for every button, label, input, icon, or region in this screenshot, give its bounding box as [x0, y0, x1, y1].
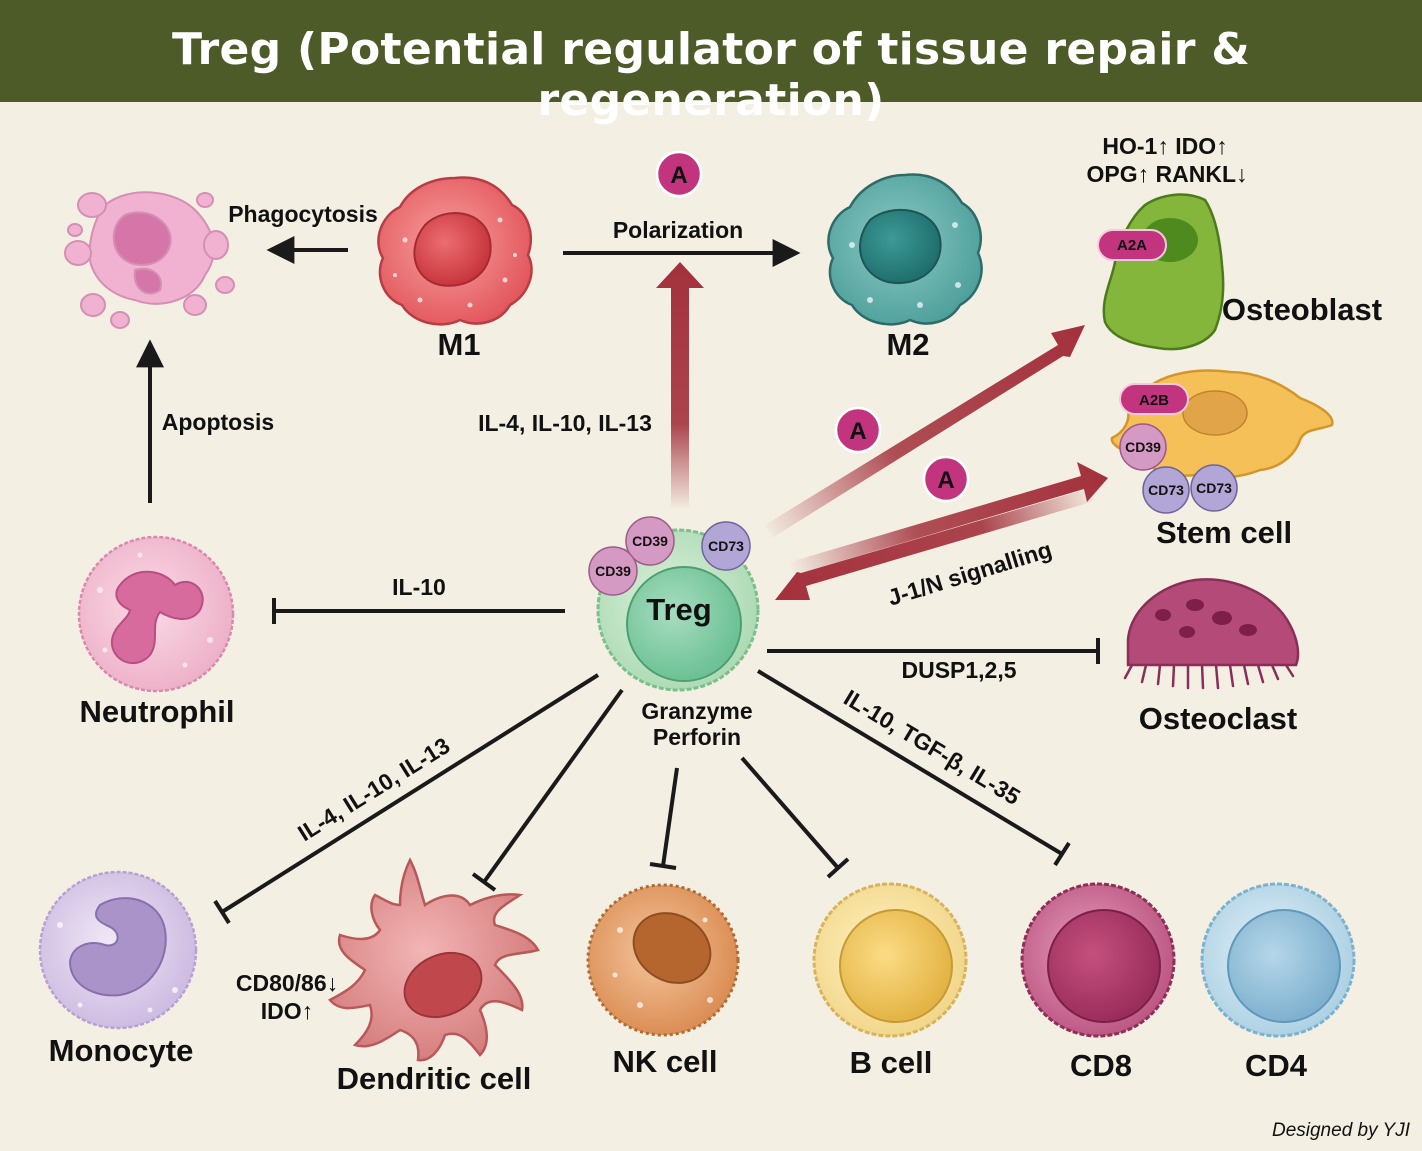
- svg-text:CD39: CD39: [632, 533, 668, 549]
- a2a-receptor: A2A: [1097, 229, 1167, 261]
- adenosine-badge: A: [655, 150, 703, 198]
- treg-cell: CD39 CD39 CD73 Treg: [588, 516, 760, 692]
- polarization-label: Polarization: [613, 217, 743, 243]
- monocyte-cytokines-label: IL-4, IL-10, IL-13: [293, 732, 454, 846]
- dendritic-inhibition-line: [471, 688, 624, 892]
- adenosine-badges: A A A: [655, 150, 970, 503]
- title-bar: [0, 0, 1422, 102]
- monocyte-label: Monocyte: [49, 1033, 194, 1068]
- treg-to-stem-cell-arrow: [790, 462, 1108, 575]
- svg-text:CD73: CD73: [1196, 480, 1232, 496]
- dendritic-cell: [328, 857, 540, 1062]
- credit-label: Designed by YJI: [1272, 1120, 1411, 1141]
- osteoblast-label: Osteoblast: [1222, 292, 1382, 327]
- treg-cd39-receptor: CD39: [625, 516, 675, 566]
- monocyte-inhibition-line: [213, 673, 600, 925]
- neutrophil-label: Neutrophil: [80, 694, 235, 729]
- svg-text:A2B: A2B: [1139, 392, 1169, 409]
- apoptosis-label: Apoptosis: [162, 409, 274, 435]
- osteoblast-markers-line2: OPG↑ RANKL↓: [1087, 161, 1248, 187]
- svg-text:A: A: [849, 418, 866, 445]
- svg-text:A2A: A2A: [1117, 237, 1147, 254]
- monocyte: [38, 870, 198, 1030]
- osteoblast: A2A: [1097, 193, 1225, 351]
- connector-lines: [136, 236, 1100, 925]
- osteoblast-markers-line1: HO-1↑ IDO↑: [1102, 133, 1227, 159]
- treg-to-osteoblast-arrow: [765, 325, 1085, 538]
- bcell-inhibition-line: [740, 756, 850, 879]
- stem-cell-to-treg-arrow: [775, 487, 1098, 600]
- cd80-86-label: CD80/86↓: [236, 970, 338, 996]
- neutrophil: [77, 535, 235, 693]
- il10-label: IL-10: [392, 574, 446, 600]
- svg-text:A: A: [670, 162, 687, 189]
- osteoclast-label: Osteoclast: [1139, 701, 1298, 736]
- phagocytosis-label: Phagocytosis: [228, 201, 378, 227]
- svg-text:CD39: CD39: [595, 563, 631, 579]
- suppressive-cytokines-label: IL-10, TGF-β, IL-35: [839, 684, 1025, 810]
- stem-cell-label: Stem cell: [1156, 515, 1292, 550]
- treg-cd39-receptor: CD39: [588, 546, 638, 596]
- red-arrows: [656, 262, 1108, 600]
- cd4-label: CD4: [1245, 1048, 1308, 1083]
- stem-cell: A2B CD39 CD73 CD73: [1110, 369, 1334, 514]
- m1-macrophage: [377, 176, 533, 326]
- b-cell: [812, 882, 968, 1038]
- cd8-label: CD8: [1070, 1048, 1132, 1083]
- stem-cd39-receptor: CD39: [1119, 423, 1167, 471]
- svg-text:CD73: CD73: [1148, 482, 1184, 498]
- treg-to-polarization-arrow: [656, 262, 704, 510]
- svg-text:A: A: [937, 467, 954, 494]
- stem-cd73-receptor: CD73: [1190, 464, 1238, 512]
- treg-label: Treg: [646, 592, 711, 627]
- dendritic-label: Dendritic cell: [337, 1061, 532, 1096]
- stem-cd73-receptor: CD73: [1142, 466, 1190, 514]
- adenosine-badge: A: [922, 455, 970, 503]
- perforin-label: Perforin: [653, 724, 741, 750]
- nk-inhibition-line: [649, 767, 679, 870]
- treg-cd73-receptor: CD73: [701, 521, 751, 571]
- cd8-t-cell: [1020, 882, 1176, 1038]
- apoptotic-body: [64, 191, 235, 329]
- a2b-receptor: A2B: [1119, 383, 1189, 415]
- il10-inhibition-line: [272, 598, 565, 624]
- dusp-label: DUSP1,2,5: [901, 657, 1016, 683]
- granzyme-label: Granzyme: [641, 698, 752, 724]
- adenosine-badge: A: [834, 406, 882, 454]
- svg-text:CD73: CD73: [708, 538, 744, 554]
- m2-label: M2: [886, 327, 929, 362]
- svg-text:CD39: CD39: [1125, 439, 1161, 455]
- cd4-t-cell: [1200, 882, 1356, 1038]
- nk-cell: [586, 883, 740, 1037]
- bcell-label: B cell: [850, 1045, 933, 1080]
- m1-label: M1: [437, 327, 480, 362]
- osteoclast: [1123, 578, 1300, 690]
- m2-cytokines-label: IL-4, IL-10, IL-13: [478, 410, 652, 436]
- nk-label: NK cell: [612, 1044, 717, 1079]
- page-title: Treg (Potential regulator of tissue repa…: [171, 24, 1250, 126]
- ido-label: IDO↑: [261, 998, 313, 1024]
- m2-macrophage: [827, 173, 983, 326]
- cd8-inhibition-line: [756, 669, 1071, 867]
- dusp-inhibition-line: [767, 638, 1100, 664]
